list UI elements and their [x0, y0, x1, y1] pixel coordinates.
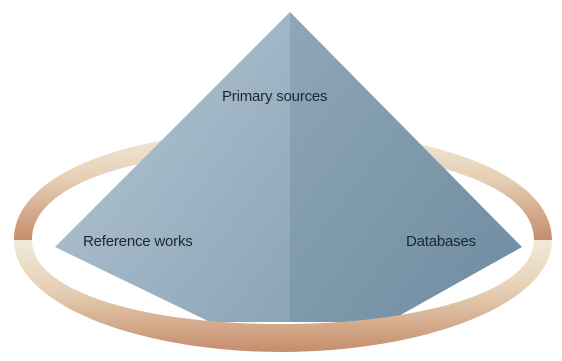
pyramid-left-face [55, 12, 290, 322]
reference-works-label: Reference works [83, 233, 193, 250]
ring-front [14, 240, 552, 352]
pyramid-right-face [290, 12, 522, 322]
primary-sources-label: Primary sources [222, 88, 328, 105]
databases-label: Databases [406, 233, 476, 250]
